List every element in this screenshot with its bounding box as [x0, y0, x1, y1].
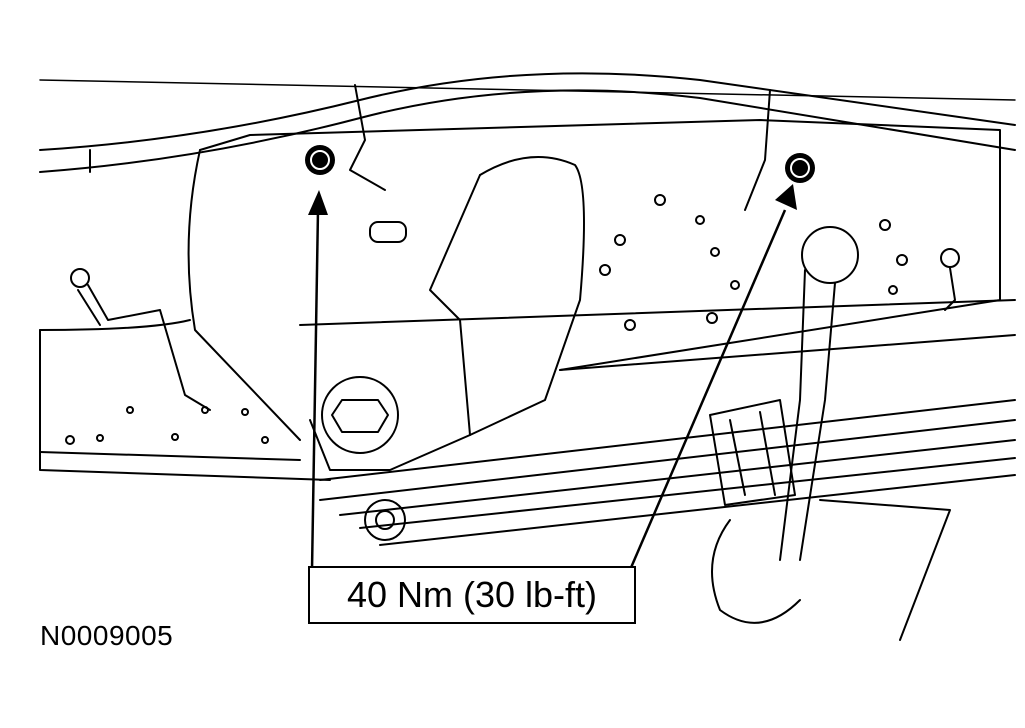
torque-callout: 40 Nm (30 lb-ft) — [308, 566, 636, 624]
torque-callout-label: 40 Nm (30 lb-ft) — [346, 574, 598, 615]
leader-line-right — [628, 184, 797, 571]
cable-clip — [349, 84, 771, 211]
figure-id: N0009005 — [40, 620, 174, 651]
bolt-head-right — [785, 153, 815, 183]
brake-line-bracket — [70, 248, 960, 411]
shock-absorber — [711, 226, 951, 641]
bolt-head-left — [305, 145, 335, 175]
frame-rail — [39, 299, 1016, 481]
spring-hanger — [309, 156, 585, 471]
frame-plate — [187, 119, 1001, 441]
leaf-spring — [319, 399, 1016, 546]
spring-clamp — [709, 399, 796, 506]
leader-line-left — [308, 190, 328, 571]
